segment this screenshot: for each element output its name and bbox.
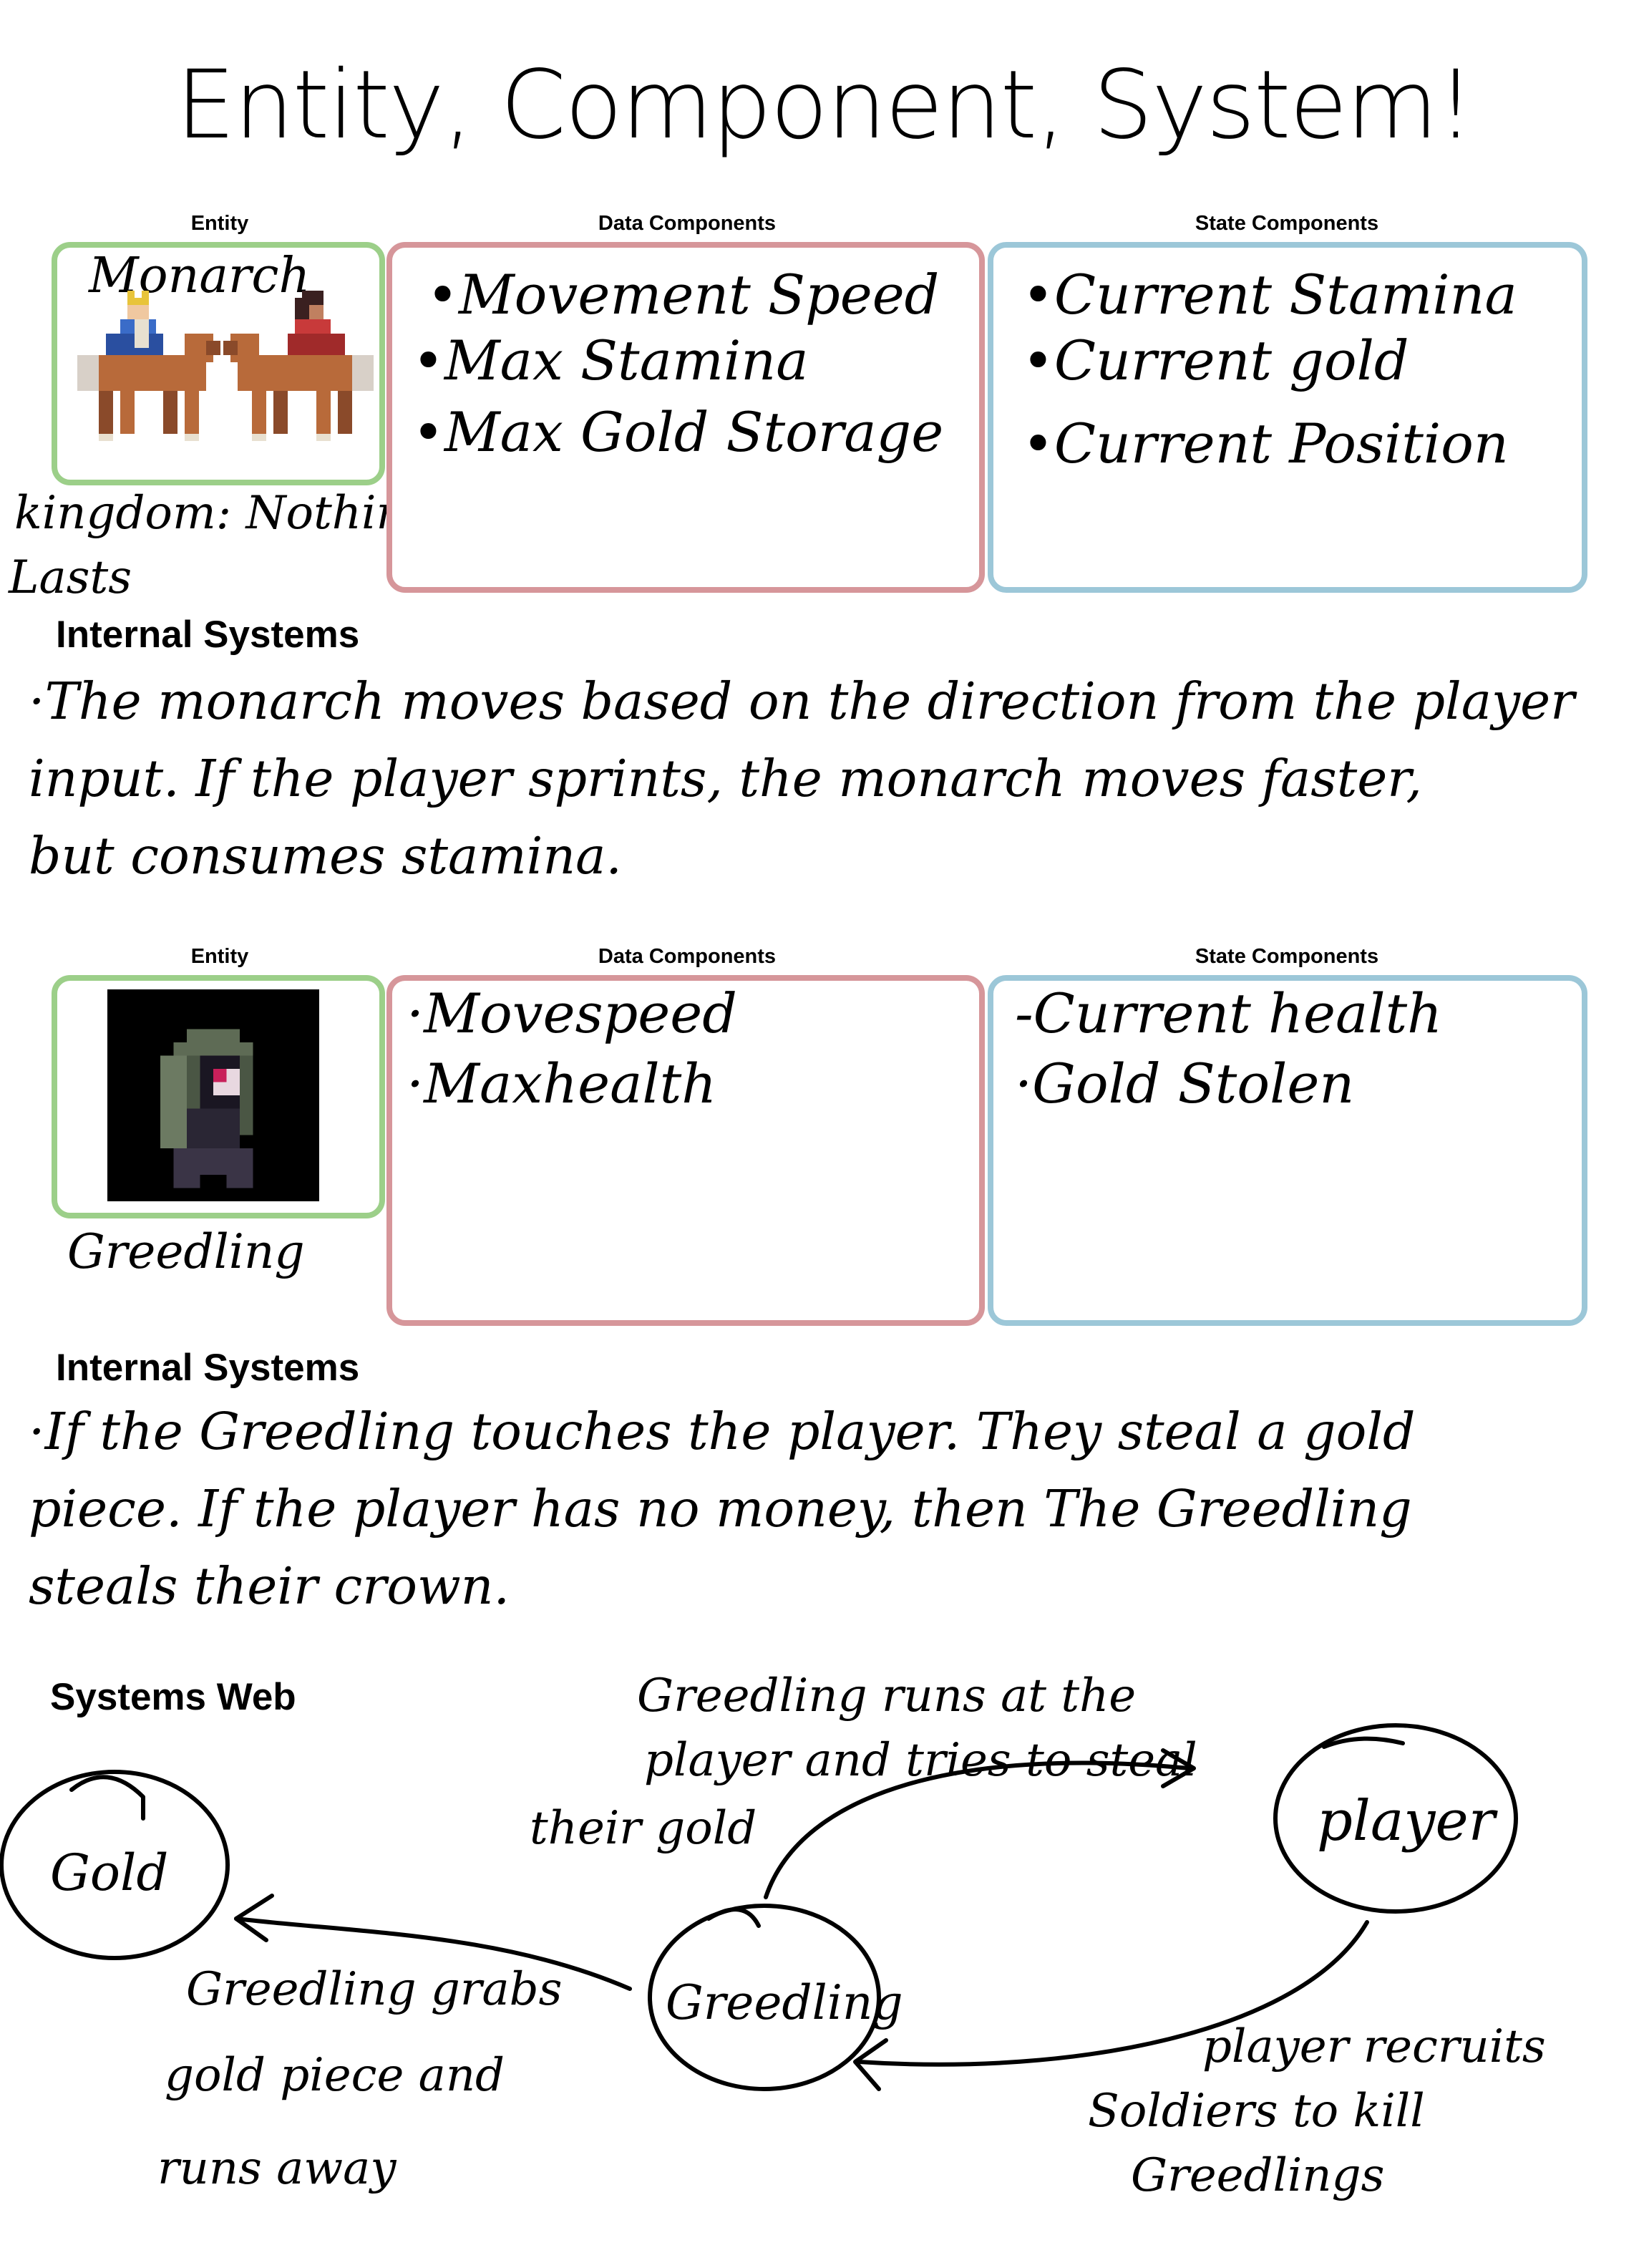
entity-column-label: Entity xyxy=(190,945,249,968)
internal-systems-heading: Internal Systems xyxy=(56,614,360,656)
state-component-item: -Current health xyxy=(1015,982,1443,1045)
data-component-item: ·Movespeed xyxy=(407,982,737,1045)
state-components-card: •Current Stamina •Current gold •Current … xyxy=(988,242,1587,593)
data-component-item: •Max Stamina xyxy=(412,329,809,392)
edge-label-line: player and tries to steal xyxy=(644,1734,1197,1787)
node-label-player: player xyxy=(1317,1789,1499,1853)
state-component-item: •Current Stamina xyxy=(1022,263,1517,326)
arrowhead xyxy=(853,2038,888,2091)
edge-greedling-to-player xyxy=(764,1760,1190,1899)
monarch-on-horse-icon xyxy=(223,291,374,441)
systems-line: ·If the Greedling touches the player. Th… xyxy=(29,1402,1416,1461)
systems-line: but consumes stamina. xyxy=(29,826,622,886)
entity-name: Monarch xyxy=(89,248,311,304)
page-title: Entity, Component, System! xyxy=(175,50,1475,160)
state-component-item: ·Gold Stolen xyxy=(1015,1052,1355,1115)
state-component-item: •Current gold xyxy=(1022,329,1409,392)
arrowhead xyxy=(234,1894,274,1942)
data-component-item: •Movement Speed xyxy=(427,263,940,326)
edge-label-line: runs away xyxy=(157,2142,397,2195)
state-components-label: State Components xyxy=(1195,212,1379,235)
monarch-on-horse-icon xyxy=(77,291,220,441)
edge-label-line: Greedlings xyxy=(1131,2149,1384,2202)
arrowhead xyxy=(1161,1748,1196,1788)
gold-node-stroke xyxy=(69,1775,145,1821)
data-component-item: •Max Gold Storage xyxy=(412,400,944,464)
edge-label-line: player recruits xyxy=(1202,2020,1546,2073)
entity-card-greedling xyxy=(52,975,385,1218)
state-component-item: •Current Position xyxy=(1022,412,1509,475)
internal-systems-text: ·The monarch moves based on the directio… xyxy=(29,663,1575,895)
greedling-node-circle xyxy=(648,1904,881,2091)
state-components-label: State Components xyxy=(1195,945,1379,968)
systems-line: piece. If the player has no money, then … xyxy=(29,1479,1412,1538)
node-label-gold: Gold xyxy=(50,1843,168,1902)
systems-line: input. If the player sprints, the monarc… xyxy=(29,749,1422,808)
edge-label-line: their gold xyxy=(530,1802,757,1855)
entity-card-monarch: Monarch xyxy=(52,242,385,485)
gold-node-circle xyxy=(0,1770,230,1960)
edge-label-line: Greedling runs at the xyxy=(637,1670,1136,1722)
systems-line: ·The monarch moves based on the directio… xyxy=(29,672,1575,731)
data-component-item: ·Maxhealth xyxy=(407,1052,717,1115)
data-components-label: Data Components xyxy=(598,212,777,235)
data-components-card: ·Movespeed ·Maxhealth xyxy=(386,975,985,1326)
entity-caption: Greedling xyxy=(67,1224,305,1279)
entity-caption: kingdom: Nothing xyxy=(14,487,435,540)
entity-caption-line2: Lasts xyxy=(9,551,132,604)
systems-line: steals their crown. xyxy=(29,1556,510,1616)
edge-player-to-greedling xyxy=(857,1920,1369,2067)
data-components-card: •Movement Speed •Max Stamina •Max Gold S… xyxy=(386,242,985,593)
edge-label-line: Soldiers to kill xyxy=(1088,2085,1425,2138)
node-label-greedling: Greedling xyxy=(666,1975,903,2030)
greedling-node-stroke xyxy=(706,1907,761,1928)
player-node-stroke xyxy=(1322,1736,1405,1749)
greedling-sprite-icon xyxy=(107,989,319,1201)
state-components-card: -Current health ·Gold Stolen xyxy=(988,975,1587,1326)
internal-systems-heading: Internal Systems xyxy=(56,1347,360,1389)
internal-systems-text: ·If the Greedling touches the player. Th… xyxy=(29,1393,1416,1625)
systems-web-heading: Systems Web xyxy=(50,1676,296,1718)
edge-label-line: gold piece and xyxy=(165,2049,505,2102)
edge-label-line: Greedling grabs xyxy=(186,1963,562,2016)
entity-column-label: Entity xyxy=(190,212,249,235)
player-node-circle xyxy=(1273,1723,1518,1914)
edge-greedling-to-gold xyxy=(234,1916,632,1991)
data-components-label: Data Components xyxy=(598,945,777,968)
